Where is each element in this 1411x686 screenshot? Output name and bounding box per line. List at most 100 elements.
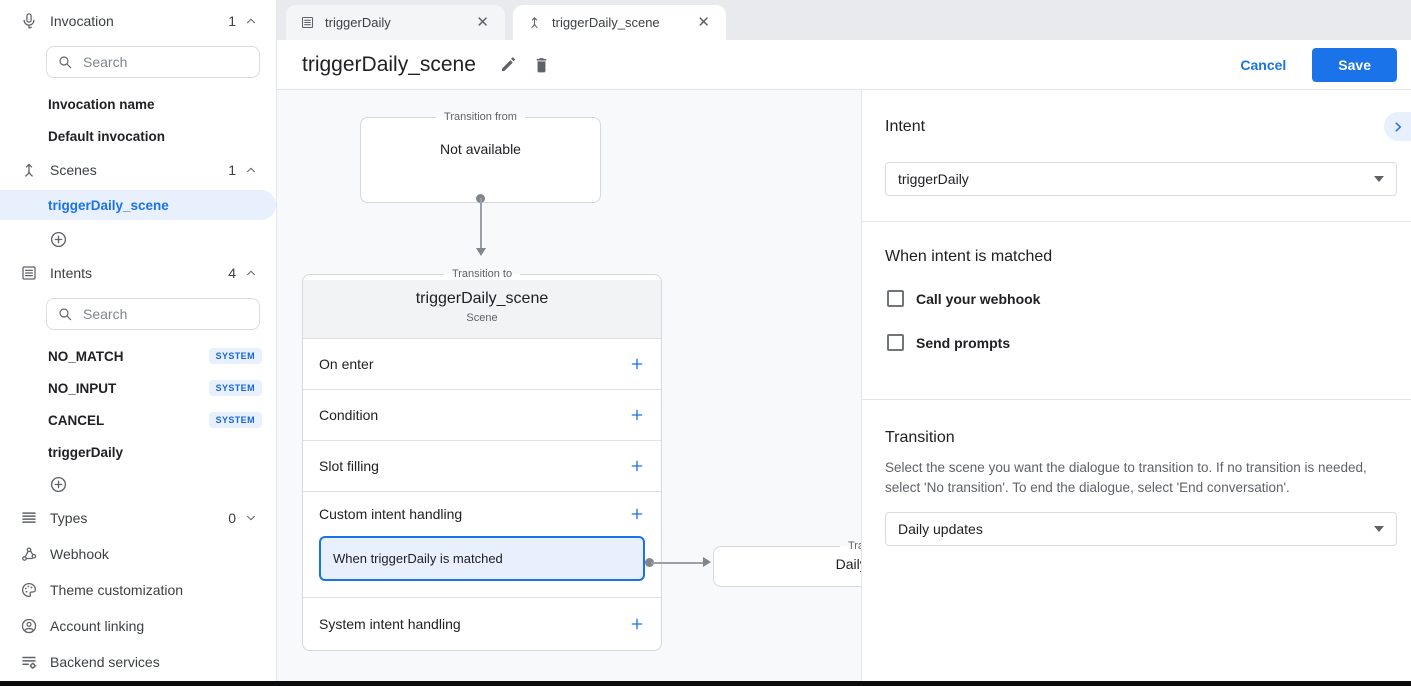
scene-row-system-intent-handling[interactable]: System intent handling — [303, 597, 661, 650]
when-matched-heading: When intent is matched — [885, 248, 1053, 265]
system-badge: SYSTEM — [208, 380, 262, 396]
add-intent-button[interactable] — [0, 468, 276, 500]
chevron-right-icon — [1394, 121, 1401, 132]
sidebar-item-cancel-intent[interactable]: CANCEL SYSTEM — [0, 404, 276, 436]
scene-row-custom-intent-handling: Custom intent handling When triggerDaily… — [303, 491, 661, 597]
intent-heading: Intent — [885, 118, 926, 135]
caret-down-icon — [1374, 526, 1384, 532]
sidebar-item-backend-services[interactable]: Backend services — [0, 644, 276, 680]
scene-row-condition[interactable]: Condition — [303, 389, 661, 440]
search-icon — [59, 56, 72, 69]
section-count: 4 — [228, 265, 236, 281]
collapse-panel-button[interactable] — [1384, 112, 1411, 141]
sidebar-item-theme-customization[interactable]: Theme customization — [0, 572, 276, 608]
sidebar-section-scenes[interactable]: Scenes 1 — [0, 152, 276, 188]
transition-select-value: Daily updates — [898, 521, 983, 537]
intent-detail-panel: Intent triggerDaily When intent is match… — [861, 90, 1411, 686]
intent-icon — [301, 16, 314, 29]
sidebar-item-no-input[interactable]: NO_INPUT SYSTEM — [0, 372, 276, 404]
search-icon — [59, 308, 72, 321]
intent-icon — [18, 264, 40, 282]
section-label: Types — [50, 510, 88, 526]
call-webhook-checkbox[interactable] — [887, 290, 904, 307]
add-icon[interactable] — [629, 458, 645, 474]
chevron-down-icon[interactable] — [244, 511, 258, 525]
node-legend: Transition from — [444, 111, 517, 123]
backend-services-icon — [18, 653, 40, 671]
transition-from-node[interactable]: Transition from Not available — [360, 111, 601, 203]
transition-select[interactable]: Daily updates — [885, 512, 1397, 546]
transition-from-content: Not available — [440, 141, 521, 157]
add-icon[interactable] — [629, 506, 645, 522]
divider — [862, 221, 1411, 222]
sidebar-section-types[interactable]: Types 0 — [0, 500, 276, 536]
scene-node-title: triggerDaily_scene — [415, 290, 549, 307]
custom-intent-item-selected[interactable]: When triggerDaily is matched — [319, 536, 645, 581]
add-icon[interactable] — [629, 616, 645, 632]
microphone-icon — [18, 12, 40, 30]
sidebar-item-webhook[interactable]: Webhook — [0, 536, 276, 572]
tab-triggerdaily[interactable]: triggerDaily ✕ — [286, 5, 505, 40]
invocation-search[interactable] — [46, 46, 260, 78]
sidebar-item-triggerdaily-intent[interactable]: triggerDaily — [48, 444, 124, 460]
scene-icon — [18, 161, 40, 179]
system-badge: SYSTEM — [208, 412, 262, 428]
edit-button[interactable] — [492, 51, 525, 78]
scene-node[interactable]: Transition to triggerDaily_scene Scene O… — [302, 268, 662, 651]
send-prompts-checkbox[interactable] — [887, 334, 904, 351]
title-bar: triggerDaily_scene Cancel Save — [277, 40, 1411, 90]
account-icon — [18, 617, 40, 635]
scene-canvas[interactable]: Transition from Not available Transition… — [277, 90, 861, 686]
intent-select[interactable]: triggerDaily — [885, 162, 1397, 196]
scene-row-slot-filling[interactable]: Slot filling — [303, 440, 661, 491]
close-icon[interactable]: ✕ — [476, 14, 489, 31]
intent-select-value: triggerDaily — [898, 171, 969, 187]
window-bottom-edge — [0, 681, 1411, 686]
section-count: 0 — [228, 510, 236, 526]
page-title: triggerDaily_scene — [302, 52, 476, 76]
transition-description: Select the scene you want the dialogue t… — [885, 460, 1367, 496]
save-button[interactable]: Save — [1312, 47, 1397, 82]
sidebar-item-triggerdaily-scene[interactable]: triggerDaily_scene — [0, 190, 276, 220]
add-scene-button[interactable] — [0, 222, 276, 256]
transition-heading: Transition — [885, 429, 955, 446]
sidebar-section-intents[interactable]: Intents 4 — [0, 256, 276, 290]
divider — [862, 399, 1411, 400]
webhook-icon — [18, 545, 40, 563]
invocation-search-input[interactable] — [83, 54, 213, 70]
section-count: 1 — [228, 162, 236, 178]
node-legend: Transition to — [451, 268, 513, 280]
types-icon — [18, 509, 40, 527]
transition-target-node[interactable]: Transition to Daily updates — [713, 540, 861, 587]
arrow-down-icon — [476, 248, 486, 256]
cancel-button[interactable]: Cancel — [1240, 56, 1287, 73]
scene-node-header: triggerDaily_scene Scene — [303, 280, 661, 338]
node-legend: Transition to — [847, 540, 861, 552]
tab-triggerdaily-scene[interactable]: triggerDaily_scene ✕ — [513, 5, 726, 40]
scene-row-on-enter[interactable]: On enter — [303, 338, 661, 389]
sidebar-item-invocation-name[interactable]: Invocation name — [48, 96, 155, 112]
section-count: 1 — [228, 13, 236, 29]
sidebar-section-invocation[interactable]: Invocation 1 — [0, 0, 276, 42]
intents-search[interactable] — [46, 298, 260, 330]
sidebar-item-no-match[interactable]: NO_MATCH SYSTEM — [0, 340, 276, 372]
intents-search-input[interactable] — [83, 306, 213, 322]
sidebar-item-default-invocation[interactable]: Default invocation — [48, 128, 166, 144]
chevron-up-icon[interactable] — [244, 14, 258, 28]
add-icon[interactable] — [629, 407, 645, 423]
add-icon[interactable] — [629, 356, 645, 372]
chevron-up-icon[interactable] — [244, 163, 258, 177]
sidebar-item-account-linking[interactable]: Account linking — [0, 608, 276, 644]
scene-icon — [531, 17, 538, 29]
main-area: triggerDaily ✕ triggerDaily_scene ✕ trig… — [277, 0, 1411, 686]
chevron-up-icon[interactable] — [244, 266, 258, 280]
palette-icon — [18, 581, 40, 599]
delete-button[interactable] — [525, 51, 558, 78]
close-icon[interactable]: ✕ — [697, 14, 710, 31]
section-label: Invocation — [50, 13, 114, 29]
connector-line — [480, 198, 482, 250]
transition-target-content: Daily updates — [835, 556, 861, 572]
connector-line — [651, 561, 705, 564]
plus-circle-icon — [50, 231, 67, 247]
